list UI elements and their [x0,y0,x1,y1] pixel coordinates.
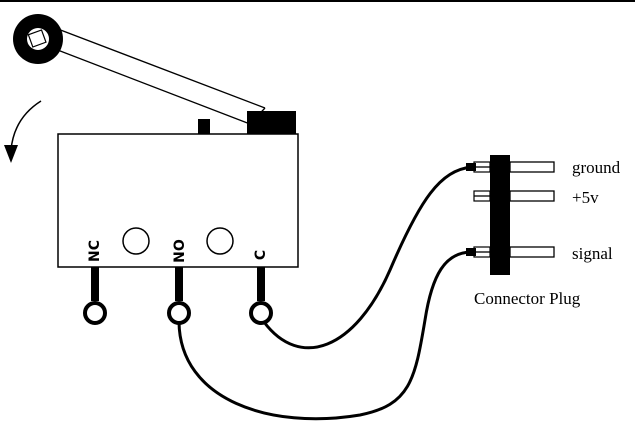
mounting-hole [122,227,150,255]
wire-entry-ground [466,163,476,171]
pin-label-signal: signal [572,244,613,263]
connector-plug-label: Connector Plug [474,289,581,308]
pin-label-5v: +5v [572,188,599,207]
pin-label-ground: ground [572,158,621,177]
terminal-nc [83,267,107,325]
lever-arm [41,25,266,125]
terminal-no [167,267,191,325]
connector-housing [490,155,510,275]
connector-plug [473,155,555,275]
terminal-label-nc: NC [87,240,103,262]
wire-no-to-signal [177,250,473,421]
wire-c-to-ground [262,165,473,350]
plunger-button [198,119,210,134]
actuator-block [247,111,296,134]
wire-entry-signal [466,248,476,256]
pin-5v [509,190,555,202]
terminal-label-no: NO [172,239,188,263]
terminal-label-c: C [253,250,269,260]
roller-wheel [13,14,63,64]
pin-signal [509,246,555,258]
mounting-hole [206,227,234,255]
terminal-c [249,267,273,325]
pin-ground [509,161,555,173]
rotation-arrow-icon [4,100,42,163]
